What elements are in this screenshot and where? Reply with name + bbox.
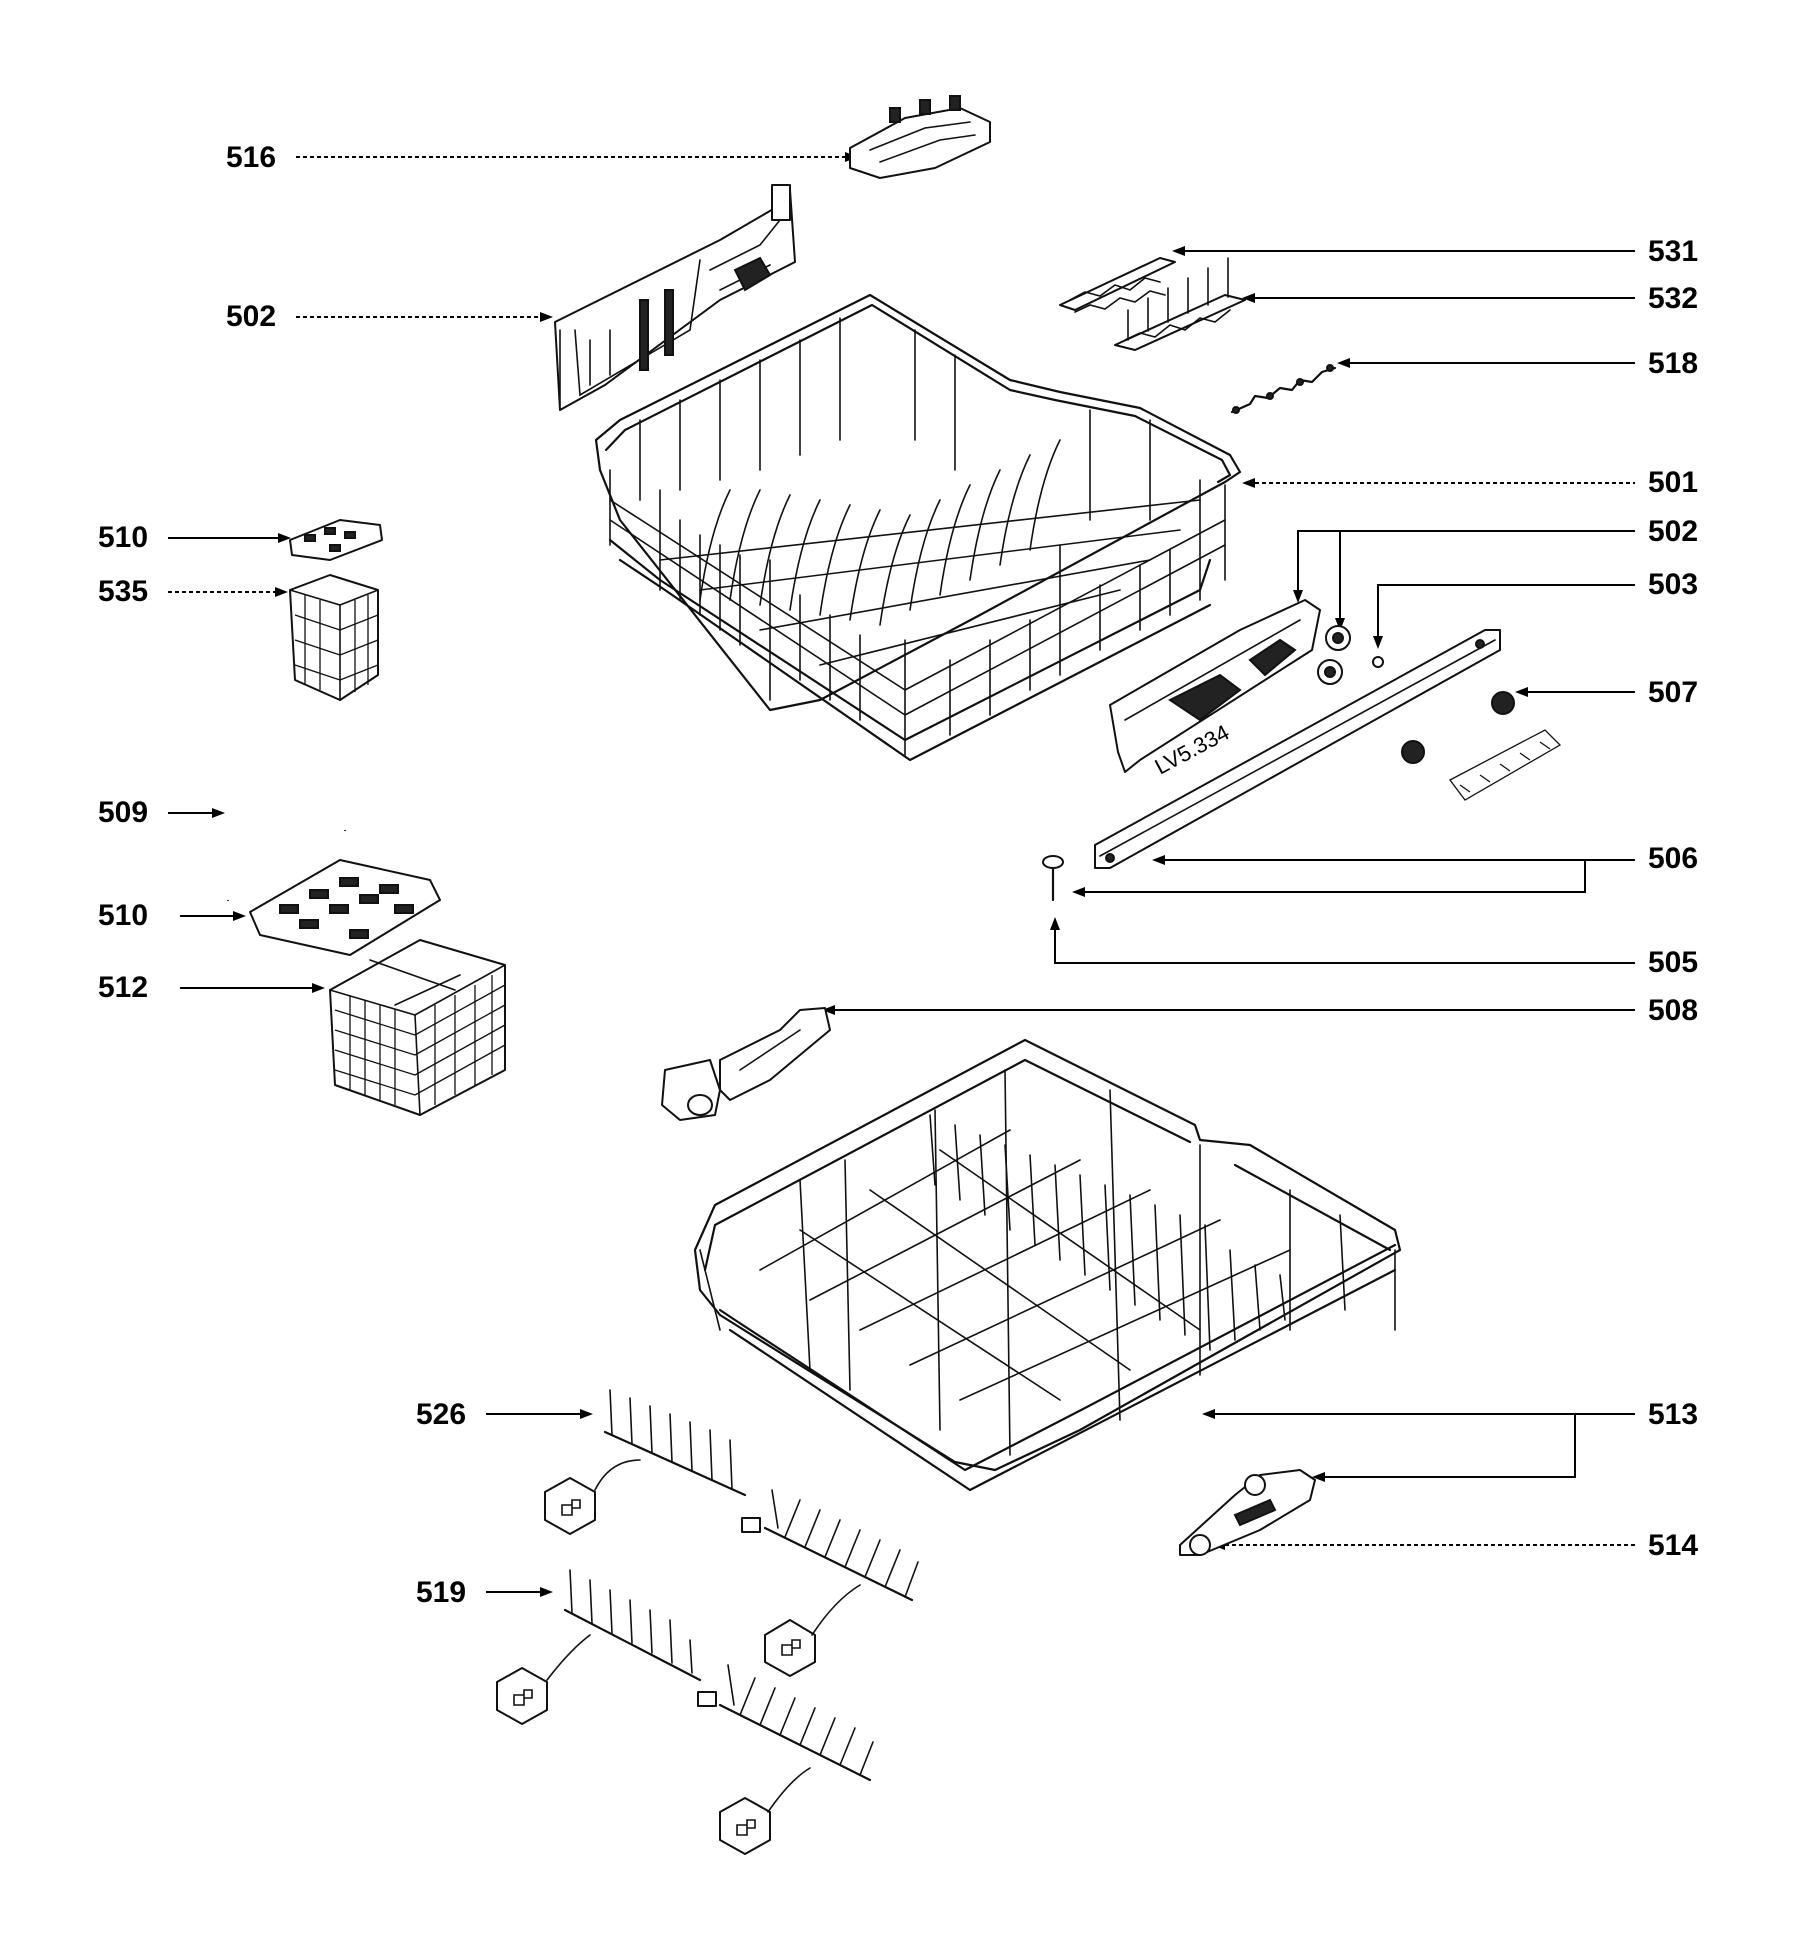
callout-532: 532 [1648, 282, 1698, 315]
callout-501: 501 [1648, 466, 1698, 499]
callout-507: 507 [1648, 676, 1698, 709]
part-518-clip-strip [1230, 364, 1337, 414]
callout-531: 531 [1648, 235, 1698, 268]
callout-503: 503 [1648, 568, 1698, 601]
part-510-large-lid [249, 859, 441, 956]
callout-516: 516 [226, 141, 276, 174]
callout-518: 518 [1648, 347, 1698, 380]
callout-526: 526 [416, 1398, 466, 1431]
callout-519: 519 [416, 1576, 466, 1609]
callout-514: 514 [1648, 1529, 1698, 1562]
callout-502-right: 502 [1648, 515, 1698, 548]
callout-505: 505 [1648, 946, 1698, 979]
part-532-comb [1114, 257, 1246, 351]
part-516-clip [849, 95, 991, 179]
callout-508: 508 [1648, 994, 1698, 1027]
part-501-upper-basket [594, 293, 1242, 762]
leader-lines [168, 152, 1635, 1597]
callout-509: 509 [98, 796, 148, 829]
callout-510-bottom: 510 [98, 899, 148, 932]
callout-535: 535 [98, 575, 148, 608]
callout-513: 513 [1648, 1398, 1698, 1431]
part-514-wheel-carrier [1179, 1469, 1316, 1556]
part-531-comb [1059, 257, 1176, 313]
part-526-tine-row [544, 1389, 919, 1677]
part-509-handle [222, 762, 347, 902]
part-510-small-lid [289, 519, 383, 561]
callout-506: 506 [1648, 842, 1698, 875]
part-507-wheels [1401, 691, 1562, 801]
part-508-spray-arm [661, 1007, 831, 1121]
part-513-lower-basket [693, 1038, 1402, 1492]
part-535-small-basket [289, 574, 379, 701]
part-502-side-panel [554, 184, 796, 411]
callout-510-top: 510 [98, 521, 148, 554]
part-502-runner: LV5.334 [1109, 599, 1384, 779]
part-519-tine-row [496, 1569, 874, 1855]
part-506-rail [1094, 629, 1501, 869]
callout-512: 512 [98, 971, 148, 1004]
callout-502-top: 502 [226, 300, 276, 333]
part-505-screw [1042, 855, 1064, 902]
part-512-cutlery-basket [329, 939, 506, 1116]
